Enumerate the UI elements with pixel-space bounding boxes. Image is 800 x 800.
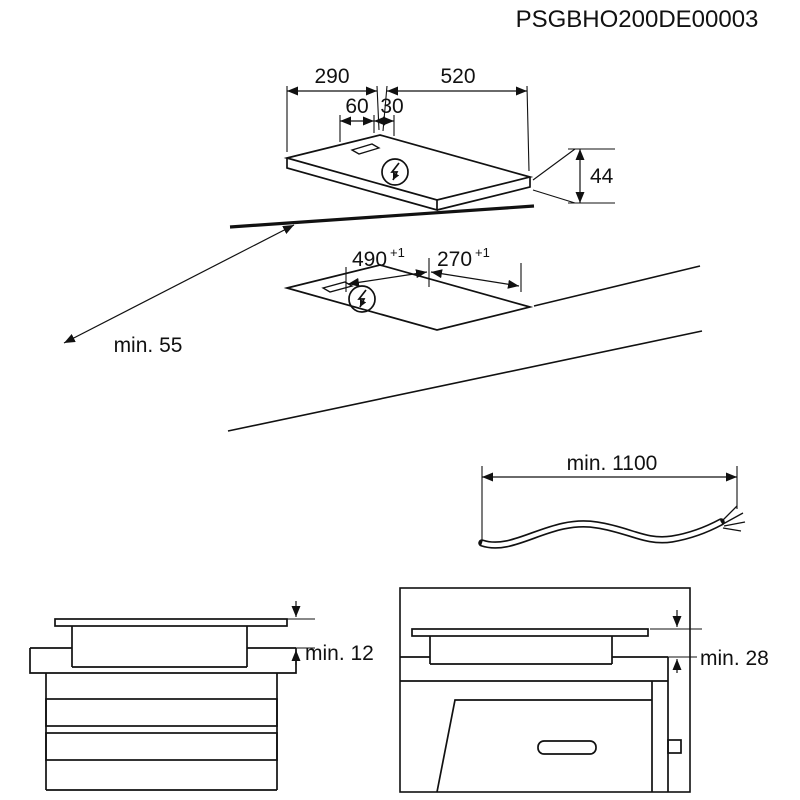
cabinet-side-panel [651, 681, 669, 792]
power-connection-icon [382, 159, 408, 185]
worktop-rear-edge [229, 204, 535, 229]
dim-height: 44 [590, 165, 614, 188]
worktop-section [29, 647, 297, 674]
mains-cable-view: min. 1100 [478, 452, 746, 549]
hob-body-section [71, 626, 248, 668]
cable-wire-strands [720, 505, 746, 532]
cutout-dim-ticks [345, 258, 522, 292]
hob-glass-panel [411, 628, 649, 637]
worktop-front-edge [227, 330, 703, 432]
dim-line-cutout-depth [347, 269, 428, 287]
hob-isometric-view: 290 520 60 30 44 [229, 65, 615, 229]
drawer-front-upper [45, 698, 278, 727]
dim-cutout-depth-tolerance: +1 [390, 245, 405, 260]
hob-glass-panel [54, 618, 288, 627]
oven-handle [537, 740, 597, 755]
clearance-ticks [650, 628, 702, 658]
mains-cable-core [481, 520, 722, 548]
worktop-cutout-view: min. 55 490 +1 270 +1 [63, 224, 703, 432]
oven-knob [667, 739, 682, 754]
dim-cutout-depth: 490 [352, 248, 387, 271]
cabinet-clearance-view: min. 12 [29, 601, 374, 791]
clearance-ticks [287, 618, 315, 649]
dim-cable-box: 30 [380, 95, 403, 118]
dim-line-cutout-width [430, 269, 520, 289]
dim-cutout-width-tolerance: +1 [475, 245, 490, 260]
model-number: PSGBHO200DE00003 [516, 6, 759, 33]
dim-clearance-oven: min. 28 [700, 647, 769, 670]
drawer-front-lower [45, 732, 278, 761]
cable-entry-box [350, 143, 381, 155]
dim-clearance-drawer: min. 12 [305, 642, 374, 665]
dim-extension-lines [286, 85, 615, 204]
dim-cable-length: min. 1100 [567, 452, 658, 475]
oven-clearance-view: min. 28 [399, 587, 769, 793]
dim-edge-clearance: min. 55 [114, 334, 183, 357]
worktop-right-edge [533, 265, 701, 307]
dim-line-edge-clearance [63, 224, 295, 344]
dim-cutout-width: 270 [437, 248, 472, 271]
hob-side-faces [286, 158, 531, 212]
view-frame [399, 587, 691, 793]
cutout-cable-box [321, 281, 354, 293]
hob-body-section [429, 636, 613, 665]
cabinet-carcass [45, 673, 278, 791]
dim-depth: 520 [440, 65, 475, 88]
oven-outline [436, 699, 652, 793]
worktop-section [400, 656, 669, 682]
hob-top-surface [283, 134, 534, 201]
dim-cable-offset: 60 [345, 95, 368, 118]
dim-width: 290 [314, 65, 349, 88]
power-connection-icon [349, 286, 375, 312]
